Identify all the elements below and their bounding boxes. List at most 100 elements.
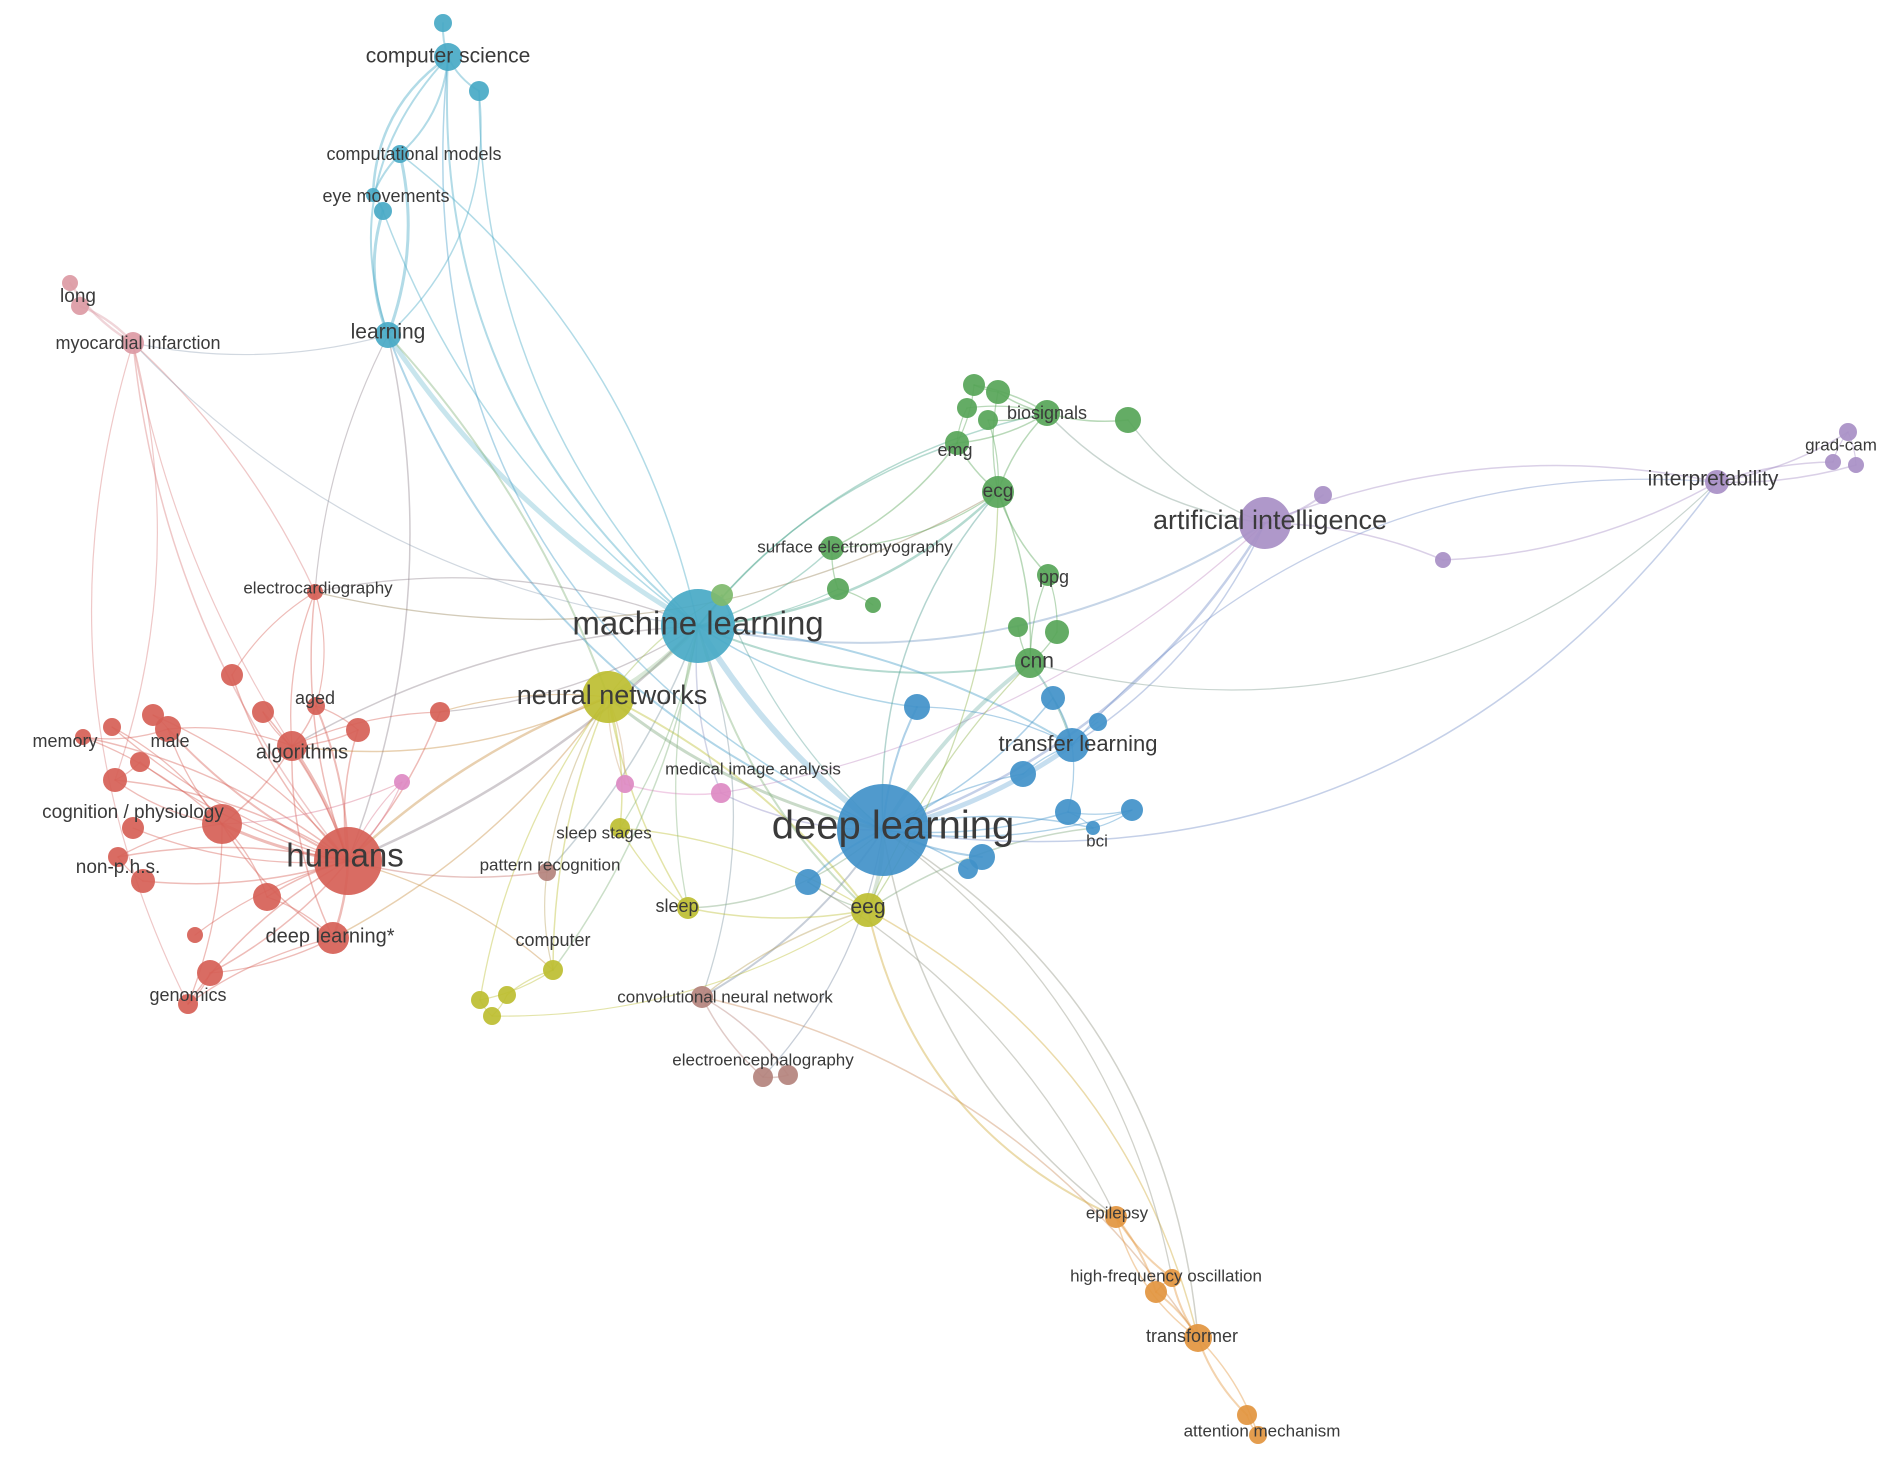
node-sem2[interactable] (827, 578, 849, 600)
node-transfer-learning[interactable] (1055, 728, 1089, 762)
node-epilepsy[interactable] (1105, 1206, 1127, 1228)
node-sleep-stages[interactable] (610, 818, 630, 838)
node-artificial-intelligence[interactable] (1239, 497, 1291, 549)
node-rr11[interactable] (187, 927, 203, 943)
node-rr9[interactable] (122, 817, 144, 839)
edge-dls-gen (187, 937, 334, 1005)
node-gc3[interactable] (1848, 457, 1864, 473)
node-yy2[interactable] (471, 991, 489, 1009)
edge-dl-ai (881, 521, 1267, 832)
node-high-frequency-oscillation[interactable] (1163, 1269, 1181, 1287)
node-male[interactable] (155, 716, 181, 742)
node-gg5[interactable] (1115, 407, 1141, 433)
node-gg3[interactable] (957, 398, 977, 418)
node-transformer[interactable] (1184, 1324, 1212, 1352)
node-computer-science[interactable] (434, 43, 462, 71)
node-rr4[interactable] (142, 704, 164, 726)
node-gg7[interactable] (1008, 617, 1028, 637)
node-humans[interactable] (314, 827, 382, 895)
node-surface-electromyography[interactable] (820, 536, 844, 560)
node-sem3[interactable] (865, 597, 881, 613)
node-deep-learning[interactable] (837, 784, 929, 876)
node-grad-cam[interactable] (1839, 423, 1857, 441)
node-deep-learning-[interactable] (317, 922, 349, 954)
node-eye-movements[interactable] (374, 202, 392, 220)
node-ecg[interactable] (982, 476, 1014, 508)
node-bb2[interactable] (904, 694, 930, 720)
node-mg2[interactable] (616, 775, 634, 793)
node-convolutional-neural-network[interactable] (691, 986, 713, 1008)
node-algorithms[interactable] (277, 731, 307, 761)
node-gg2[interactable] (986, 380, 1010, 404)
edge-mi-alg (132, 342, 293, 747)
node-eeg[interactable] (851, 893, 885, 927)
node-pattern-recognition[interactable] (538, 863, 556, 881)
node-myocardial-infarction[interactable] (122, 332, 144, 354)
node-memory[interactable] (75, 729, 91, 745)
node-electroencephalography[interactable] (753, 1067, 773, 1087)
node-mg1[interactable] (394, 774, 410, 790)
node-am1[interactable] (1237, 1405, 1257, 1425)
node-bb5[interactable] (1041, 686, 1065, 710)
node-gg4[interactable] (978, 410, 998, 430)
node-non-p-h-s-[interactable] (108, 847, 128, 867)
node-t2[interactable] (469, 81, 489, 101)
node-hf2[interactable] (1145, 1281, 1167, 1303)
node-medical-image-analysis[interactable] (711, 783, 731, 803)
node-pp2[interactable] (1435, 552, 1451, 568)
node-rr8[interactable] (103, 768, 127, 792)
edge-pr-comp (544, 871, 554, 971)
node-ppg[interactable] (1037, 564, 1059, 586)
node-long[interactable] (71, 297, 89, 315)
node-nph2[interactable] (131, 869, 155, 893)
node-bb7[interactable] (1010, 761, 1036, 787)
edge-ss-slp (619, 827, 689, 909)
node-pp1[interactable] (1314, 486, 1332, 504)
node-yy1[interactable] (498, 986, 516, 1004)
node-machine-learning[interactable] (661, 589, 735, 663)
node-emg[interactable] (945, 431, 969, 455)
node-rr6[interactable] (430, 702, 450, 722)
node-bb1[interactable] (795, 869, 821, 895)
edge-cs-lrn (369, 56, 449, 336)
node-gg1[interactable] (963, 374, 985, 396)
node-aged[interactable] (307, 697, 325, 715)
edge-ai-pp2 (1264, 522, 1444, 561)
node-enc2[interactable] (778, 1065, 798, 1085)
node-computer[interactable] (543, 960, 563, 980)
node-neural-networks[interactable] (582, 671, 634, 723)
edge-trf-eeg (867, 909, 1199, 1339)
node-learning[interactable] (375, 322, 401, 348)
node-gg8[interactable] (711, 584, 733, 606)
node-bci[interactable] (1086, 821, 1100, 835)
node-rr5[interactable] (346, 718, 370, 742)
node-rr12[interactable] (197, 960, 223, 986)
node-bb8[interactable] (1055, 799, 1081, 825)
edge-dl-epi (882, 829, 1117, 1218)
node-rr2[interactable] (252, 701, 274, 723)
edge-epi-hf1 (1115, 1216, 1173, 1279)
node-lo1[interactable] (62, 275, 78, 291)
node-rr1[interactable] (221, 664, 243, 686)
node-attention-mechanism[interactable] (1249, 1426, 1267, 1444)
node-electrocardiography[interactable] (307, 584, 323, 600)
node-t1[interactable] (434, 14, 452, 32)
node-rr7[interactable] (130, 752, 150, 772)
node-cnn[interactable] (1015, 648, 1045, 678)
node-rr3[interactable] (103, 718, 121, 736)
node-cognition-physiology[interactable] (202, 804, 242, 844)
node-bb6[interactable] (1089, 713, 1107, 731)
node-em1[interactable] (366, 188, 380, 202)
node-biosignals[interactable] (1034, 400, 1060, 426)
node-bb4[interactable] (958, 859, 978, 879)
node-sleep[interactable] (677, 897, 699, 919)
node-gc2[interactable] (1825, 454, 1841, 470)
node-interpretability[interactable] (1705, 470, 1729, 494)
edge-dl-itp (882, 481, 1718, 843)
node-rr10[interactable] (253, 883, 281, 911)
node-gg6[interactable] (1045, 620, 1069, 644)
node-genomics[interactable] (178, 994, 198, 1014)
node-bb9[interactable] (1121, 799, 1143, 821)
node-yy3[interactable] (483, 1007, 501, 1025)
node-computational-models[interactable] (391, 145, 409, 163)
